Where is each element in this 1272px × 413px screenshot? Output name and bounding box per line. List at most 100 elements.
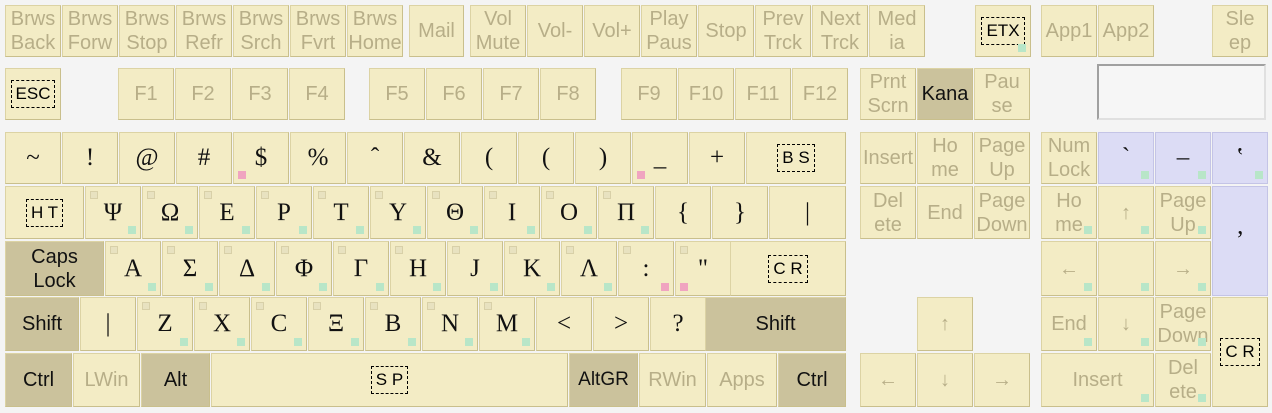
key-arrow-right[interactable]: →	[974, 353, 1030, 407]
key-volume-up[interactable]: Vol+	[584, 5, 640, 57]
key-browser-search[interactable]: Brws Srch	[233, 5, 289, 57]
key-close-paren[interactable]: )	[575, 132, 631, 184]
key-apps[interactable]: Apps	[707, 353, 777, 407]
key-omicron[interactable]: Ο	[541, 186, 597, 239]
key-lambda[interactable]: Λ	[561, 241, 617, 296]
key-next-track[interactable]: Next Trck	[812, 5, 868, 57]
key-right-shift[interactable]: Shift	[705, 297, 846, 351]
key-delete[interactable]: Del ete	[860, 186, 916, 239]
key-delta[interactable]: Δ	[219, 241, 275, 296]
key-alpha[interactable]: Α	[105, 241, 161, 296]
key-question[interactable]: ?	[650, 297, 706, 351]
key-less-than[interactable]: <	[536, 297, 592, 351]
key-volume-mute[interactable]: Vol Mute	[470, 5, 526, 57]
key-xi-j[interactable]: Ј	[447, 241, 503, 296]
key-chi[interactable]: Χ	[194, 297, 250, 351]
key-arrow-up[interactable]: ↑	[917, 297, 973, 351]
key-colon[interactable]: :	[618, 241, 674, 296]
key-numpad-down[interactable]: ↓	[1098, 297, 1154, 351]
key-enter[interactable]: C R	[730, 241, 846, 296]
key-numpad-plus[interactable]: ʼ	[1212, 186, 1268, 296]
key-browser-forward[interactable]: Brws Forw	[62, 5, 118, 57]
key-pipe[interactable]: |	[769, 186, 846, 239]
key-etx[interactable]: ETX	[975, 5, 1031, 57]
key-pause[interactable]: Pau se	[974, 68, 1030, 120]
key-exclamation[interactable]: !	[62, 132, 118, 184]
key-nu[interactable]: Ν	[422, 297, 478, 351]
key-f9[interactable]: F9	[621, 68, 677, 120]
key-f12[interactable]: F12	[792, 68, 848, 120]
key-psi[interactable]: Ψ	[85, 186, 141, 239]
key-insert[interactable]: Insert	[860, 132, 916, 184]
key-beta[interactable]: Β	[365, 297, 421, 351]
key-upsilon[interactable]: Υ	[370, 186, 426, 239]
key-page-down[interactable]: Page Down	[974, 186, 1030, 239]
key-browser-favorites[interactable]: Brws Fvrt	[290, 5, 346, 57]
key-greater-than[interactable]: >	[593, 297, 649, 351]
key-f4[interactable]: F4	[289, 68, 345, 120]
key-play-pause[interactable]: Play Paus	[641, 5, 697, 57]
key-phi[interactable]: Φ	[276, 241, 332, 296]
key-tau[interactable]: Τ	[313, 186, 369, 239]
key-f2[interactable]: F2	[175, 68, 231, 120]
key-tab[interactable]: H T	[5, 186, 84, 239]
key-kappa[interactable]: Κ	[504, 241, 560, 296]
key-double-quote[interactable]: "	[675, 241, 731, 296]
key-hash[interactable]: #	[176, 132, 232, 184]
key-caps-lock[interactable]: Caps Lock	[5, 241, 104, 296]
key-numpad-5[interactable]	[1098, 241, 1154, 296]
key-left-ctrl[interactable]: Ctrl	[5, 353, 72, 407]
key-omega[interactable]: Ω	[142, 186, 198, 239]
key-mail[interactable]: Mail	[409, 5, 464, 57]
key-f3[interactable]: F3	[232, 68, 288, 120]
key-browser-refresh[interactable]: Brws Refr	[176, 5, 232, 57]
key-pi[interactable]: Π	[598, 186, 654, 239]
key-browser-back[interactable]: Brws Back	[5, 5, 61, 57]
key-numpad-end[interactable]: End	[1041, 297, 1097, 351]
key-underscore[interactable]: _	[632, 132, 688, 184]
key-open-paren[interactable]: (	[461, 132, 517, 184]
key-sigma[interactable]: Σ	[162, 241, 218, 296]
key-gamma[interactable]: Γ	[333, 241, 389, 296]
key-ampersand[interactable]: &	[404, 132, 460, 184]
key-browser-stop[interactable]: Brws Stop	[119, 5, 175, 57]
key-numpad-page-down[interactable]: Page Down	[1155, 297, 1211, 351]
key-app2[interactable]: App2	[1098, 5, 1154, 57]
key-caret[interactable]: ˆ	[347, 132, 403, 184]
key-bar[interactable]: |	[80, 297, 136, 351]
key-epsilon[interactable]: Ε	[199, 186, 255, 239]
key-browser-home[interactable]: Brws Home	[347, 5, 403, 57]
key-numpad-home[interactable]: Ho me	[1041, 186, 1097, 239]
key-left-alt[interactable]: Alt	[141, 353, 210, 407]
key-xi[interactable]: Ξ	[308, 297, 364, 351]
key-f6[interactable]: F6	[426, 68, 482, 120]
key-sleep[interactable]: Sle ep	[1212, 5, 1268, 57]
key-num-lock[interactable]: Num Lock	[1041, 132, 1097, 184]
key-kana[interactable]: Kana	[917, 68, 973, 120]
key-iota[interactable]: Ι	[484, 186, 540, 239]
key-app1[interactable]: App1	[1041, 5, 1097, 57]
key-mu[interactable]: Μ	[479, 297, 535, 351]
key-f1[interactable]: F1	[118, 68, 174, 120]
key-dollar[interactable]: $	[233, 132, 289, 184]
key-right-win[interactable]: RWin	[639, 353, 706, 407]
key-numpad-up[interactable]: ↑	[1098, 186, 1154, 239]
key-backspace[interactable]: B S	[746, 132, 846, 184]
key-volume-down[interactable]: Vol-	[527, 5, 583, 57]
key-f11[interactable]: F11	[735, 68, 791, 120]
key-eta[interactable]: Η	[390, 241, 446, 296]
key-arrow-left[interactable]: ←	[860, 353, 916, 407]
key-page-up[interactable]: Page Up	[974, 132, 1030, 184]
key-at[interactable]: @	[119, 132, 175, 184]
key-media[interactable]: Med ia	[869, 5, 925, 57]
key-end[interactable]: End	[917, 186, 973, 239]
key-numpad-enter[interactable]: C R	[1212, 297, 1268, 407]
key-theta[interactable]: Θ	[427, 186, 483, 239]
key-numpad-right[interactable]: →	[1155, 241, 1211, 296]
key-left-win[interactable]: LWin	[73, 353, 140, 407]
key-f8[interactable]: F8	[540, 68, 596, 120]
key-numpad-minus[interactable]: ʽ	[1212, 132, 1268, 184]
key-right-ctrl[interactable]: Ctrl	[778, 353, 846, 407]
key-open-brace[interactable]: {	[655, 186, 711, 239]
key-f7[interactable]: F7	[483, 68, 539, 120]
